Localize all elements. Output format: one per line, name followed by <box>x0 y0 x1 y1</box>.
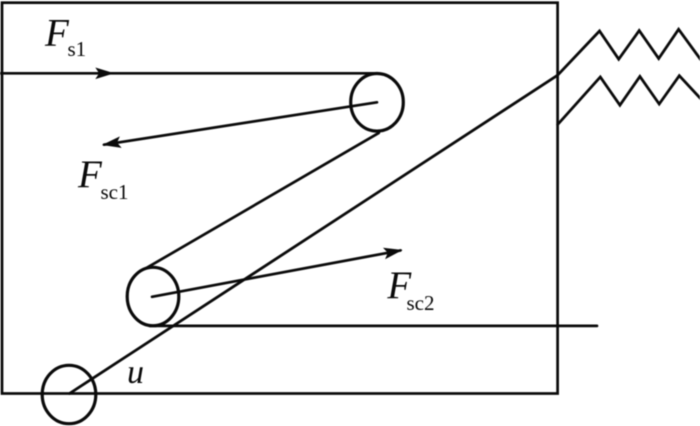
svg-text:u: u <box>127 354 144 391</box>
svg-text:sc2: sc2 <box>407 291 435 315</box>
svg-text:F: F <box>386 264 412 307</box>
svg-text:sc1: sc1 <box>101 180 129 204</box>
svg-text:F: F <box>44 12 70 55</box>
svg-text:s1: s1 <box>68 37 87 61</box>
svg-text:F: F <box>77 153 103 196</box>
